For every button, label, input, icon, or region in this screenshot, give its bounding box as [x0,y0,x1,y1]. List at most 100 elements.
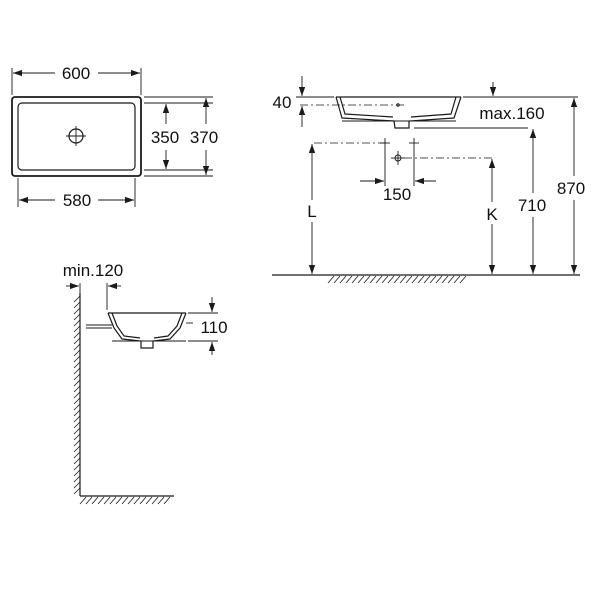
hatch-line [151,496,159,505]
hatch-line [327,275,335,284]
dimension-max160: max.160 [414,82,578,129]
dimension-350-370: 350 370 [144,96,218,177]
hatch-line [447,275,455,284]
hatch-line [73,325,81,333]
dim-label-710: 710 [518,196,546,215]
fixing-points [314,138,492,186]
hatch-line [73,343,81,351]
hatch-line [97,496,105,505]
hatch-line [163,496,171,505]
dim-label-max160: max.160 [479,104,544,123]
hatch-line [73,295,81,303]
hatch-line [157,496,165,505]
dim-label-350: 350 [151,128,179,147]
hatch-line [73,361,81,369]
hatch-line [381,275,389,284]
hatch-line [387,275,395,284]
dim-label-370: 370 [190,128,218,147]
wall-view: min.120 110 [63,261,228,505]
hatch-line [73,451,81,459]
hatch-line [73,475,81,483]
dim-label-k: K [486,205,498,224]
dimension-110: 110 [188,297,228,355]
hatch-line [145,496,153,505]
hatch-line [417,275,425,284]
hatch-line [127,496,135,505]
hatch-line [73,397,81,405]
dimension-min120: min.120 [63,261,123,310]
hatch-line [459,275,467,284]
hatch-line [73,409,81,417]
wall-basin-section [107,312,187,349]
side-view: 40 max.160 150 [272,76,585,284]
basin-outer-outline [11,96,142,177]
hatch-line [73,337,81,345]
top-view: 600 580 350 370 [11,64,218,210]
dim-label-150: 150 [383,185,411,204]
hatch-line [139,496,147,505]
dimension-580: 580 [17,178,136,210]
hatch-line [79,496,87,505]
hatch-line [73,445,81,453]
hatch-line [73,481,81,489]
hatch-line [423,275,431,284]
hatch-line [73,301,81,309]
floor-line [272,274,580,284]
hatch-line [429,275,437,284]
hatch-line [73,379,81,387]
hatch-line [73,439,81,447]
hatch-line [73,457,81,465]
hatch-line [73,415,81,423]
hatch-line [357,275,365,284]
dim-label-110: 110 [200,318,227,337]
hatch-line [73,433,81,441]
hatch-line [375,275,383,284]
hatch-line [333,275,341,284]
dim-label-600: 600 [62,64,90,83]
dimension-870: 870 [557,98,585,274]
hatch-line [441,275,449,284]
hatch-line [73,469,81,477]
dim-label-40: 40 [273,93,292,112]
dimension-710: 710 [518,129,546,274]
hatch-line [73,355,81,363]
dimension-k: K [486,159,498,274]
hatch-line [73,391,81,399]
hatch-line [73,319,81,327]
hatch-line [411,275,419,284]
hatch-line [109,496,117,505]
hatch-line [73,487,81,495]
hatch-line [73,403,81,411]
hatch-line [363,275,371,284]
hatch-line [351,275,359,284]
dimension-600: 600 [11,64,142,95]
hatch-line [435,275,443,284]
hatch-line [393,275,401,284]
dimension-40: 40 [273,76,334,127]
dim-label-l: L [307,202,316,221]
hatch-line [369,275,377,284]
basin-section [335,96,462,129]
dim-label-580: 580 [63,191,91,210]
hatch-line [85,496,93,505]
dim-label-870: 870 [557,179,585,198]
dimension-l: L [307,144,317,274]
hatch-line [345,275,353,284]
hatch-line [73,367,81,375]
hatch-line [73,331,81,339]
hatch-line [73,373,81,381]
hatch-line [73,421,81,429]
hatch-line [73,427,81,435]
hatch-line [103,496,111,505]
hatch-line [133,496,141,505]
basin-inner-outline [17,102,136,171]
hatch-line [115,496,123,505]
hatch-line [73,313,81,321]
hatch-line [73,463,81,471]
hatch-line [73,307,81,315]
hatch-line [405,275,413,284]
hatch-line [121,496,129,505]
hatch-line [399,275,407,284]
hatch-line [91,496,99,505]
